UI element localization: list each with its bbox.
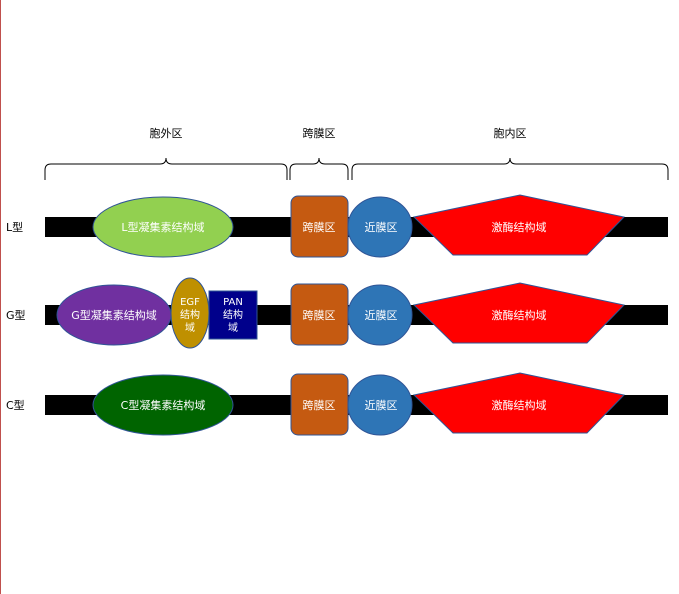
lectin-domain-label: C型凝集素结构域 bbox=[121, 398, 206, 412]
lectin-domain-label: L型凝集素结构域 bbox=[121, 220, 204, 234]
juxtamembrane-domain bbox=[347, 284, 413, 346]
kinase-domain bbox=[412, 372, 625, 434]
row-label: L型 bbox=[6, 220, 23, 234]
pan-domain-label-line3: 域 bbox=[228, 321, 238, 334]
juxtamembrane-domain-label: 近膜区 bbox=[365, 309, 398, 322]
kinase-domain-label: 激酶结构域 bbox=[492, 398, 547, 412]
lectin-domain bbox=[92, 196, 234, 258]
row-label: G型 bbox=[6, 308, 26, 322]
kinase-domain-label: 激酶结构域 bbox=[492, 308, 547, 322]
row-c-type: C型 C型凝集素结构域 跨膜区 近膜区 激酶结构域 bbox=[6, 372, 668, 436]
pan-domain-label-line1: PAN bbox=[223, 297, 243, 308]
pan-domain-label-line2: 结构 bbox=[223, 308, 243, 321]
transmembrane-domain-label: 跨膜区 bbox=[303, 399, 336, 412]
egf-domain-label-line1: EGF bbox=[180, 297, 200, 308]
transmembrane-brace bbox=[289, 157, 349, 180]
kinase-domain bbox=[412, 194, 625, 256]
intracellular-label: 胞内区 bbox=[494, 126, 527, 140]
lectin-domain-label: G型凝集素结构域 bbox=[71, 308, 157, 322]
transmembrane-domain-label: 跨膜区 bbox=[303, 309, 336, 322]
juxtamembrane-domain-label: 近膜区 bbox=[365, 221, 398, 234]
juxtamembrane-domain bbox=[347, 196, 413, 258]
left-edge-line bbox=[0, 0, 1, 594]
juxtamembrane-domain-label: 近膜区 bbox=[365, 399, 398, 412]
transmembrane-domain-label: 跨膜区 bbox=[303, 221, 336, 234]
extracellular-label: 胞外区 bbox=[150, 127, 183, 140]
transmembrane-region-label: 跨膜区 bbox=[303, 127, 336, 140]
juxtamembrane-domain bbox=[347, 374, 413, 436]
intracellular-brace bbox=[351, 157, 669, 180]
egf-domain-label-line2: 结构 bbox=[180, 308, 200, 321]
pan-domain bbox=[208, 290, 258, 340]
region-headers: 胞外区 跨膜区 胞内区 bbox=[44, 126, 669, 180]
row-g-type: G型 G型凝集素结构域 EGF 结构 域 PAN 结构 域 跨膜区 近膜区 激酶… bbox=[6, 277, 668, 349]
lectin-domain bbox=[92, 374, 234, 436]
row-l-type: L型 L型凝集素结构域 跨膜区 近膜区 激酶结构域 bbox=[6, 194, 668, 258]
kinase-domain bbox=[412, 282, 625, 344]
row-label: C型 bbox=[6, 398, 25, 412]
kinase-domain-label: 激酶结构域 bbox=[492, 220, 547, 234]
egf-domain-label-line3: 域 bbox=[185, 321, 195, 334]
extracellular-brace bbox=[44, 157, 288, 180]
